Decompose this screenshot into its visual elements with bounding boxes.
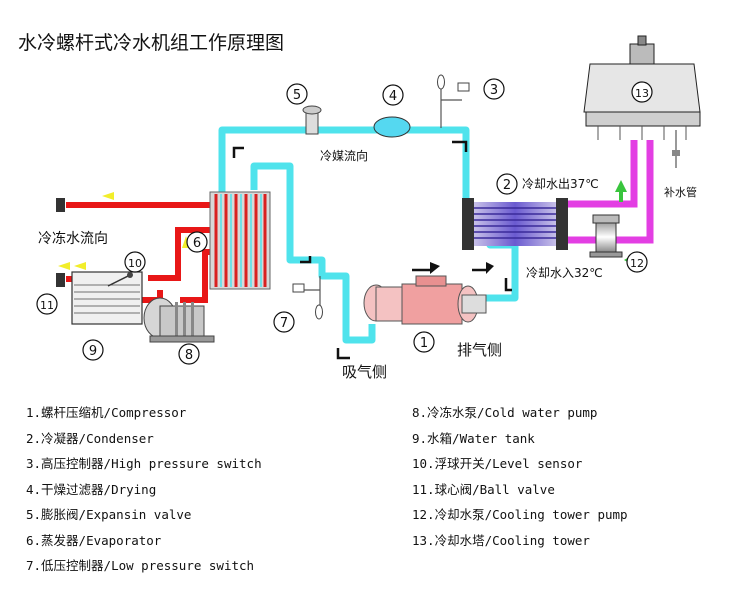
- low-pressure-switch: [292, 276, 323, 320]
- expansion-valve: [302, 105, 322, 135]
- evaporator: [209, 191, 271, 290]
- legend-item-drying: 4.干燥过滤器/Drying: [26, 481, 157, 497]
- condenser: [462, 198, 568, 250]
- cold-water-pump: [143, 297, 215, 343]
- callout-13: 13: [631, 81, 653, 103]
- label-refrigerant-flow: 冷媒流向: [320, 148, 368, 163]
- callout-9: 9: [82, 339, 104, 361]
- legend-right: 8.冷冻水泵/Cold water pump 9.水箱/Water tank 1…: [412, 400, 628, 553]
- svg-text:4: 4: [389, 89, 397, 104]
- callout-12: 12: [626, 251, 648, 273]
- screw-compressor: [363, 275, 487, 325]
- legend-item-ball-valve: 11.球心阀/Ball valve: [412, 481, 555, 497]
- callout-2: 2: [496, 173, 518, 195]
- legend-item-high-pressure-switch: 3.高压控制器/High pressure switch: [26, 456, 262, 471]
- cooling-tower: [583, 35, 701, 168]
- svg-text:5: 5: [293, 88, 301, 103]
- svg-text:3: 3: [490, 83, 498, 98]
- svg-text:13: 13: [635, 87, 649, 100]
- callout-11: 11: [36, 293, 58, 315]
- svg-text:8: 8: [185, 348, 193, 363]
- label-chilled-water-flow: 冷冻水流向: [38, 230, 108, 247]
- legend-left: 1.螺杆压缩机/Compressor 2.冷凝器/Condenser 3.高压控…: [26, 400, 262, 579]
- diagram-title: 水冷螺杆式冷水机组工作原理图: [18, 32, 285, 54]
- callout-6: 6: [186, 231, 208, 253]
- callout-3: 3: [483, 78, 505, 100]
- legend-item-cold-water-pump: 8.冷冻水泵/Cold water pump: [412, 405, 598, 420]
- drying-filter: [373, 116, 411, 138]
- legend-item-level-sensor: 10.浮球开关/Level sensor: [412, 456, 583, 471]
- svg-text:12: 12: [630, 257, 644, 270]
- legend-item-cooling-tower-pump: 12.冷却水泵/Cooling tower pump: [412, 507, 628, 522]
- callout-5: 5: [286, 83, 308, 105]
- svg-text:6: 6: [193, 236, 201, 251]
- legend-item-evaporator: 6.蒸发器/Evaporator: [26, 532, 162, 548]
- svg-text:11: 11: [40, 299, 54, 312]
- label-makeup-pipe: 补水管: [664, 185, 697, 199]
- legend-item-compressor: 1.螺杆压缩机/Compressor: [26, 405, 187, 420]
- svg-text:7: 7: [280, 316, 288, 331]
- water-tank: [71, 271, 143, 325]
- cooling-water-lines: [564, 140, 654, 244]
- legend-item-expansion-valve: 5.膨胀阀/Expansin valve: [26, 507, 192, 522]
- callout-10: 10: [124, 251, 146, 273]
- callout-4: 4: [382, 84, 404, 106]
- callout-1: 1: [413, 331, 435, 353]
- svg-text:10: 10: [128, 257, 142, 270]
- legend-item-low-pressure-switch: 7.低压控制器/Low pressure switch: [26, 558, 255, 573]
- ball-valves: [56, 198, 65, 287]
- svg-text:1: 1: [420, 336, 428, 351]
- svg-text:9: 9: [89, 344, 97, 359]
- label-cooling-water-out: 冷却水出37℃: [522, 177, 599, 191]
- label-cooling-water-in: 冷却水入32℃: [526, 266, 603, 280]
- callout-8: 8: [178, 343, 200, 365]
- callout-7: 7: [273, 311, 295, 333]
- refrigerant-flow-arrows: [232, 140, 512, 360]
- callouts: 1 2 3 4 5 6 7 8 9 10 11 12 13: [36, 78, 653, 365]
- legend-item-water-tank: 9.水箱/Water tank: [412, 430, 535, 446]
- label-discharge-side: 排气侧: [457, 341, 502, 359]
- svg-text:2: 2: [503, 178, 511, 193]
- legend-item-cooling-tower: 13.冷却水塔/Cooling tower: [412, 532, 590, 548]
- high-pressure-switch: [437, 74, 470, 128]
- cooling-tower-pump: [589, 214, 623, 258]
- label-suction-side: 吸气侧: [342, 363, 387, 381]
- legend-item-condenser: 2.冷凝器/Condenser: [26, 430, 154, 446]
